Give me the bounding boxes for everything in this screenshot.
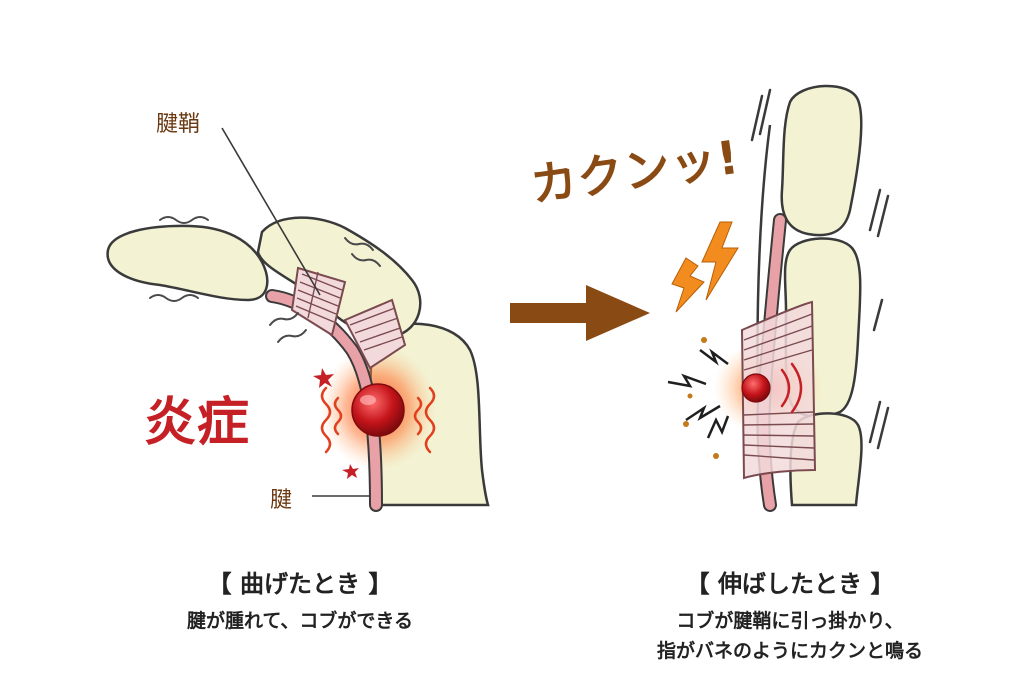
distal-bone bbox=[106, 224, 269, 302]
impact-burst bbox=[667, 348, 730, 439]
bent-finger bbox=[106, 127, 490, 512]
tendon-nodule bbox=[351, 383, 405, 437]
left-caption-desc: 腱が腫れて、コブができる bbox=[186, 610, 414, 632]
sheath-label: 腱鞘 bbox=[156, 112, 201, 137]
inflammation-label: 炎症 bbox=[144, 393, 251, 453]
heat-waves bbox=[320, 386, 436, 454]
transition-arrow bbox=[510, 285, 650, 341]
spark-dots bbox=[683, 337, 719, 459]
straight-finger bbox=[667, 84, 890, 512]
pain-burst-icon bbox=[313, 368, 359, 479]
tendon-label: 腱 bbox=[270, 488, 293, 513]
lightning-icon bbox=[671, 221, 739, 313]
right-caption-title: 【 伸ばしたとき 】 bbox=[685, 570, 895, 598]
motion-lines bbox=[149, 216, 381, 343]
snap-arcs bbox=[780, 362, 803, 414]
left-caption-title: 【 曲げたとき 】 bbox=[207, 570, 393, 598]
distal-bone-right bbox=[780, 84, 863, 237]
vibration-lines bbox=[750, 88, 890, 450]
right-caption-desc-line1: コブが腱鞘に引っ掛かり、 bbox=[676, 610, 904, 632]
sheath-leader-line bbox=[221, 127, 321, 296]
right-caption-desc-line2: 指がバネのようにカクンと鳴る bbox=[656, 640, 923, 662]
tendon-sheath-right bbox=[740, 300, 817, 480]
tendon-nodule-right bbox=[741, 373, 771, 403]
